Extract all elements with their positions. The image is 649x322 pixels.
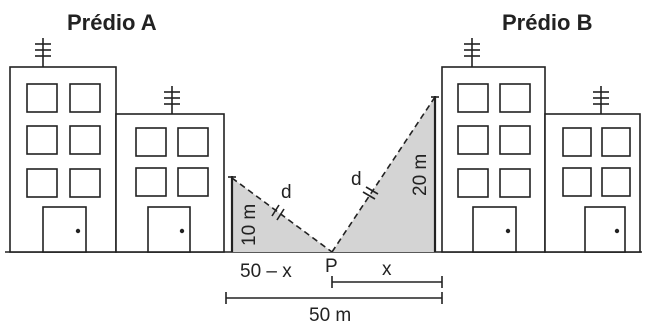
label-point-p: P: [325, 256, 338, 277]
label-d-left: d: [281, 182, 292, 203]
building-a-title: Prédio A: [67, 10, 157, 35]
label-total: 50 m: [309, 305, 351, 322]
door: [584, 206, 626, 253]
tick-marks-right: [362, 186, 379, 200]
dashed-line-left: [231, 177, 333, 253]
label-d-right: d: [351, 169, 362, 190]
label-left-segment: 50 – x: [240, 261, 292, 282]
dashed-line-right: [331, 96, 436, 253]
building-b-short: [544, 86, 641, 253]
antenna-icon: [35, 38, 51, 67]
building-b-tall: [441, 38, 546, 253]
building-a-tall: [9, 38, 117, 253]
tick-marks-left: [271, 204, 285, 221]
building-b-title: Prédio B: [502, 10, 592, 35]
label-height-a: 10 m: [239, 204, 260, 246]
door: [147, 206, 191, 253]
building-a-short: [115, 86, 225, 253]
label-right-segment: x: [382, 259, 392, 280]
antenna-icon: [593, 86, 609, 114]
antenna-icon: [164, 86, 180, 114]
label-height-b: 20 m: [410, 154, 431, 196]
measure-x: [331, 276, 443, 288]
antenna-icon: [464, 38, 480, 67]
measure-total: [225, 292, 443, 304]
